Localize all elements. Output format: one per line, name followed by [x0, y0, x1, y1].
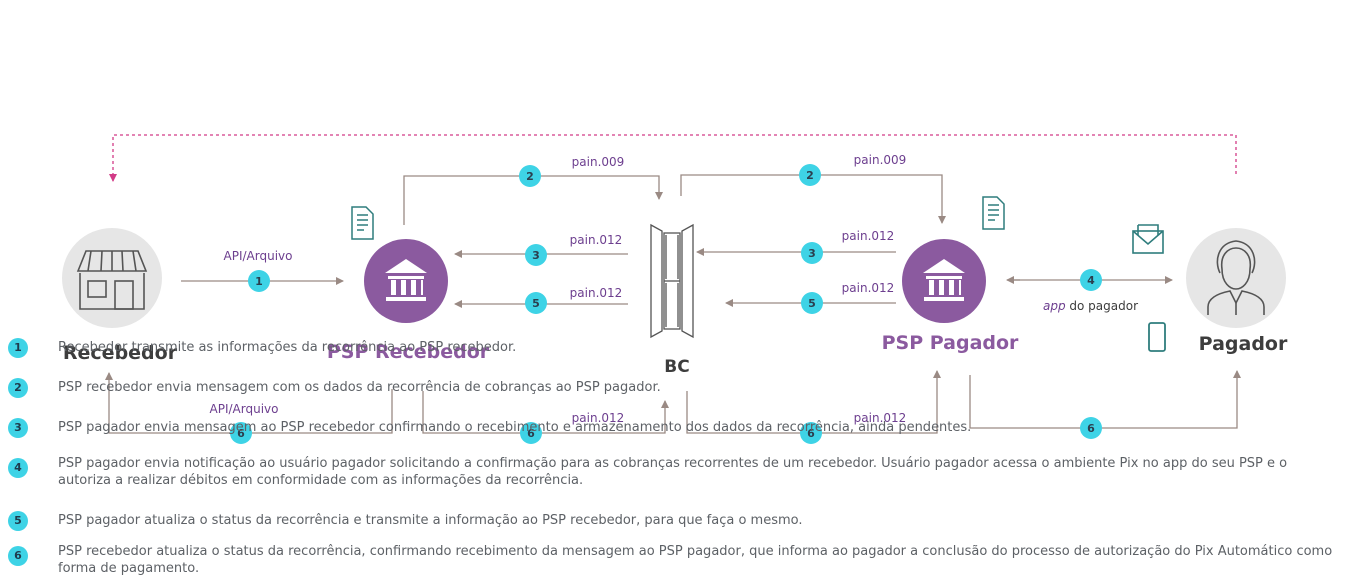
edge-label-pain012-6-left: pain.012 — [572, 411, 625, 425]
pagador-label: Pagador — [1199, 333, 1288, 355]
psp-pagador-label: PSP Pagador — [882, 332, 1019, 354]
edge-label-pain009-left: pain.009 — [572, 155, 625, 169]
badge-2a: 2 — [526, 170, 534, 183]
badge-6b: 6 — [527, 427, 535, 440]
edge-label-pain009-right: pain.009 — [854, 153, 907, 167]
edge-label-pain012-5-right: pain.012 — [842, 281, 895, 295]
document-icon — [351, 206, 374, 240]
edge-label-api-1: API/Arquivo — [224, 249, 293, 263]
badge-5b: 5 — [808, 297, 816, 310]
badge-3b: 3 — [808, 247, 816, 260]
flow-line-6-b — [422, 391, 669, 434]
legend-badge: 1 — [8, 338, 28, 358]
legend-text: PSP recebedor envia mensagem com os dado… — [58, 380, 661, 395]
badge-3a: 3 — [532, 249, 540, 262]
badge-4: 4 — [1087, 274, 1095, 287]
recebedor-label: Recebedor — [63, 342, 178, 364]
legend-text: Recebedor transmite as informações da re… — [58, 340, 517, 355]
bank-icon — [385, 259, 427, 301]
edge-label-pain012-5-left: pain.012 — [570, 286, 623, 300]
legend-badge: 5 — [8, 511, 28, 531]
legend-text: PSP recebedor atualiza o status da recor… — [58, 544, 1333, 576]
legend-badge: 4 — [8, 458, 28, 478]
legend-badge: 6 — [8, 546, 28, 566]
bc-node: BC — [650, 223, 694, 377]
edge-label-app-italic: app — [1043, 299, 1066, 313]
badge-6d: 6 — [1087, 422, 1095, 435]
flow-line-6-d — [969, 370, 1241, 429]
edge-label-pain012-3-left: pain.012 — [570, 233, 623, 247]
psp-pagador-node: PSP Pagador — [882, 239, 1019, 354]
envelope-icon — [1132, 224, 1164, 254]
badge-5a: 5 — [532, 297, 540, 310]
legend-badge: 3 — [8, 418, 28, 438]
edge-label-api-6: API/Arquivo — [210, 402, 279, 416]
server-icon — [650, 223, 694, 339]
badge-2b: 2 — [806, 169, 814, 182]
person-icon — [1207, 240, 1265, 315]
edge-label-app: app do pagador — [1043, 299, 1138, 313]
badge-1: 1 — [255, 275, 263, 288]
edge-label-pain012-6-right: pain.012 — [854, 411, 907, 425]
dashed-return-line — [109, 134, 1237, 182]
document-icon — [982, 196, 1005, 230]
legend-text: PSP pagador envia notificação ao usuário… — [58, 456, 1288, 488]
badge-6a: 6 — [237, 427, 245, 440]
edge-label-app-rest: do pagador — [1066, 299, 1138, 313]
store-icon — [76, 250, 148, 310]
legend-text: PSP pagador atualiza o status da recorrê… — [58, 513, 803, 528]
legend-badge: 2 — [8, 378, 28, 398]
psp-recebedor-node: PSP Recebedor — [327, 239, 490, 363]
bank-icon — [923, 259, 965, 301]
badge-6c: 6 — [807, 427, 815, 440]
phone-icon — [1148, 322, 1166, 352]
pagador-node: Pagador — [1186, 228, 1288, 355]
recebedor-node: Recebedor — [62, 228, 178, 364]
legend-text: PSP pagador envia mensagem ao PSP recebe… — [58, 420, 972, 435]
psp-recebedor-label: PSP Recebedor — [327, 341, 490, 363]
edge-label-pain012-3-right: pain.012 — [842, 229, 895, 243]
bc-label: BC — [664, 357, 689, 377]
